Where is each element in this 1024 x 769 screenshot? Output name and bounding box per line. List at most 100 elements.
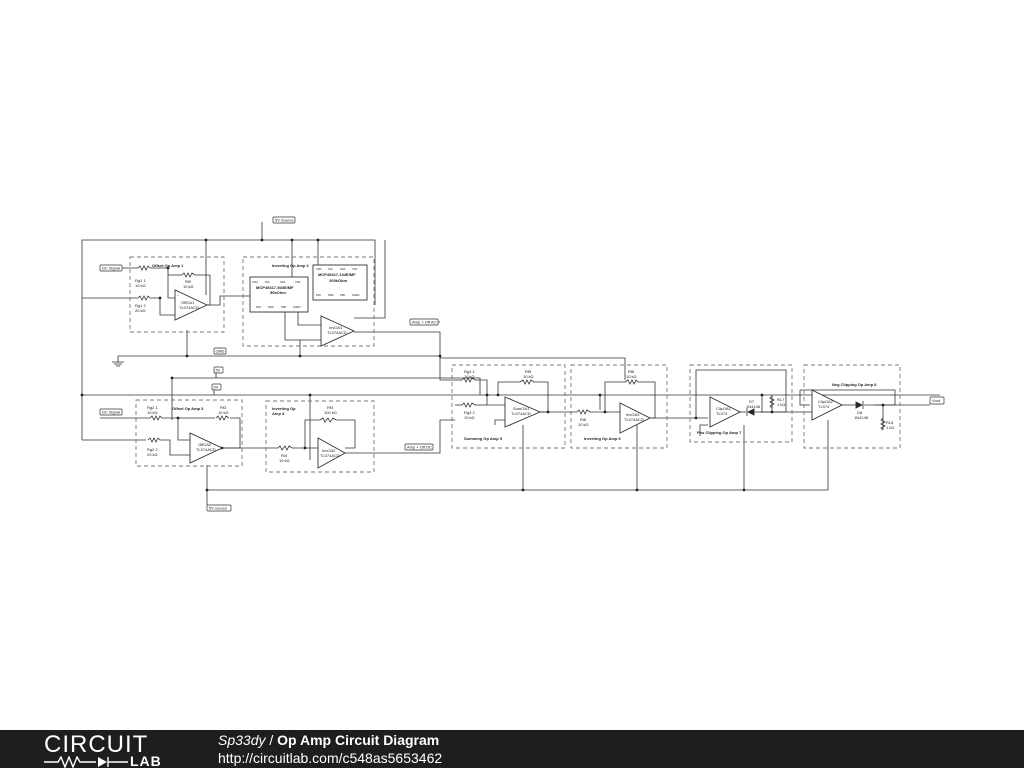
circuit-url[interactable]: http://circuitlab.com/c548as5653462 bbox=[218, 750, 443, 766]
block-label: Inverting Op Amp 6 bbox=[584, 436, 622, 441]
chip-pin: P0W bbox=[268, 305, 274, 309]
amp-name: ClipOA1 bbox=[716, 406, 732, 411]
chip-pin: VDD bbox=[316, 267, 322, 271]
resistor-value: 10 kΩ bbox=[464, 415, 475, 420]
chip-value: 100kOhm bbox=[329, 278, 347, 283]
svg-text:−: − bbox=[177, 315, 179, 319]
svg-text:DC Signal: DC Signal bbox=[102, 266, 120, 271]
resistor-value: 10 kΩ bbox=[135, 283, 146, 288]
block-label: Summing Op Amp 5 bbox=[464, 436, 503, 441]
wires bbox=[81, 222, 940, 505]
block-label: Pos Clipping Op Amp 7 bbox=[697, 430, 742, 435]
resistor-value: 1 kΩ bbox=[886, 425, 894, 430]
resistor-name: Rg1 1 bbox=[135, 278, 146, 283]
net-tag-amp-off-dc: Amp + Off DC bbox=[404, 443, 434, 451]
circuit-title: Sp33dy / Op Amp Circuit Diagram bbox=[218, 732, 439, 749]
block-inverting-op-amp-6: Inverting Op Amp 6 bbox=[570, 364, 668, 449]
resistor-name: Rf2 bbox=[185, 279, 192, 284]
svg-text:5V: 5V bbox=[214, 385, 219, 390]
chip-pin: P0B bbox=[281, 305, 286, 309]
resistor-name: Rg2 2 bbox=[147, 447, 158, 452]
block-offset-op-amp-1: Offset Op Amp 1 bbox=[129, 256, 225, 333]
resistor-value: 20 kΩ bbox=[147, 452, 158, 457]
op-amp-clipoa1: ClipOA1 TL074 bbox=[709, 396, 742, 428]
block-summing-op-amp-5: Summing Op Amp 5 bbox=[451, 364, 566, 449]
chip-pin: SHDN bbox=[293, 305, 300, 309]
op-amp-invoa2: InvOA2 TL074ACD bbox=[317, 437, 346, 469]
resistor-name: Rf3 bbox=[220, 405, 227, 410]
amp-part: TL074 bbox=[716, 411, 728, 416]
block-label: Neg Clipping Op Amp 8 bbox=[832, 382, 877, 387]
chip-pin: VDD bbox=[252, 280, 258, 284]
resistor-name: Rf5 bbox=[525, 369, 532, 374]
chip-pin: P0W bbox=[328, 293, 334, 297]
op-amp-offoa2: OffOA2 TL074ACD bbox=[189, 432, 224, 464]
net-tag-amp-off-ac: Amp + Off AC bbox=[409, 318, 439, 326]
block-inverting-op-amp-4: Inverting Op Amp 4 bbox=[265, 400, 375, 473]
chip-pin: P0A bbox=[256, 305, 261, 309]
diode-name: D8 bbox=[857, 410, 863, 415]
author-link[interactable]: Sp33dy bbox=[218, 732, 266, 748]
resistors bbox=[137, 265, 886, 451]
resistor-name: RL8 bbox=[886, 420, 894, 425]
chip-value: 50kOhm bbox=[270, 290, 286, 295]
net-tag-dc-signal-top: DC Signal bbox=[99, 264, 123, 272]
amp-part: TL074ACD bbox=[624, 417, 644, 422]
amp-part: TL074ACD bbox=[327, 330, 347, 335]
chip-part: MCP45417-104E/MF bbox=[318, 272, 356, 277]
op-amp-sumoa1: SumOA1 TL074ACD bbox=[504, 396, 542, 428]
svg-text:5V: 5V bbox=[216, 368, 221, 373]
resistor-value: 100 kΩ bbox=[324, 410, 337, 415]
net-tag-5v-b: 5V bbox=[211, 383, 222, 391]
resistor-value: 10 kΩ bbox=[464, 374, 475, 379]
svg-text:GND: GND bbox=[216, 349, 225, 354]
resistor-value: 1 kΩ bbox=[777, 402, 785, 407]
resistor-name: Rg3 2 bbox=[464, 410, 475, 415]
title-separator: / bbox=[265, 732, 278, 748]
resistor-value: 10 kΩ bbox=[218, 410, 229, 415]
amp-name: ClipOA2 bbox=[818, 399, 834, 404]
net-tag-dc-signal-bottom: DC Signal bbox=[99, 408, 123, 416]
op-amp-clipoa2: ClipOA2 TL074 bbox=[811, 389, 844, 421]
svg-text:5V source: 5V source bbox=[209, 506, 228, 511]
chip-pin: P0B bbox=[340, 293, 345, 297]
chip-pin: VSS bbox=[295, 280, 300, 284]
resistor-labels: Rg1 1 10 kΩ Rg1 2 20 kΩ Rf2 10 kΩ Rg2 1 … bbox=[135, 278, 894, 463]
logo-wave-icon bbox=[44, 756, 128, 768]
logo-text-bottom: LAB bbox=[130, 753, 162, 769]
resistor-name: Rg1 2 bbox=[135, 303, 146, 308]
svg-text:Amp + Off DC: Amp + Off DC bbox=[407, 445, 432, 450]
block-label: Offset Op Amp 1 bbox=[152, 263, 184, 268]
net-tag-5v-a: 5V bbox=[213, 366, 224, 374]
block-label: Amp 4 bbox=[272, 411, 285, 416]
op-amp-invoa1: InvOA1 TL074ACD bbox=[320, 315, 356, 347]
amp-name: OffOA1 bbox=[181, 300, 195, 305]
svg-text:DC Signal: DC Signal bbox=[102, 410, 120, 415]
chip-pin: SDA bbox=[340, 267, 346, 271]
resistor-name: Rf4 bbox=[327, 405, 334, 410]
digipot-chip-1: MCP45417-503E/MF 50kOhm VDD SCL SDA VSS … bbox=[249, 276, 309, 313]
block-label: Offset Op Amp 3 bbox=[172, 406, 204, 411]
chip-pin: SCL bbox=[328, 267, 334, 271]
amp-part: TL074ACD bbox=[179, 305, 199, 310]
resistor-value: 10 kΩ bbox=[626, 374, 637, 379]
amp-part: TL074ACD bbox=[320, 453, 340, 458]
chip-pin: SCL bbox=[265, 280, 271, 284]
block-label: Inverting Op Amp 2 bbox=[272, 263, 310, 268]
amp-name: InvOA3 bbox=[626, 412, 640, 417]
resistor-value: 10 kΩ bbox=[523, 374, 534, 379]
net-tag-5v-source-top: 5V Source bbox=[272, 216, 296, 224]
resistor-value: 10 kΩ bbox=[578, 422, 589, 427]
circuit-schematic: Offset Op Amp 1 Inverting Op Amp 2 Offse… bbox=[80, 216, 945, 512]
resistor-value: 10 kΩ bbox=[279, 458, 290, 463]
svg-text:Amp + Off AC: Amp + Off AC bbox=[412, 320, 437, 325]
amp-name: SumOA1 bbox=[513, 406, 530, 411]
footer-bar: CIRCUIT LAB Sp33dy / Op Amp Circuit Diag… bbox=[0, 730, 1024, 768]
chip-pin: SHDN bbox=[352, 293, 359, 297]
diode-d7: D7 1N4148 bbox=[746, 399, 761, 416]
chip-pin: VSS bbox=[352, 267, 357, 271]
resistor-value: 20 kΩ bbox=[135, 308, 146, 313]
diode-part: 1N4148 bbox=[854, 415, 869, 420]
resistor-name: Ri4 bbox=[281, 453, 288, 458]
svg-text:+: + bbox=[177, 293, 179, 297]
